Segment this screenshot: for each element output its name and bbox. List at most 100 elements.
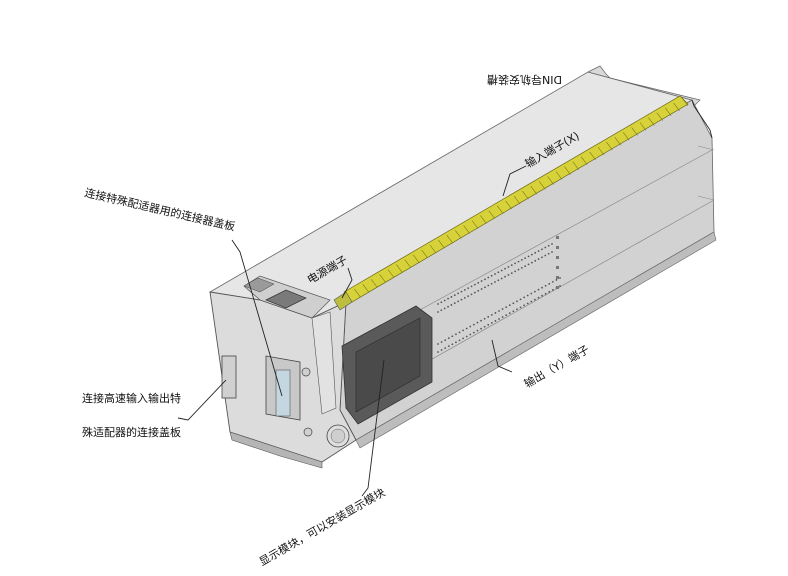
- round-port-inner-icon: [330, 428, 346, 444]
- led-dot: [490, 274, 493, 277]
- led-dot: [444, 347, 447, 350]
- led-dot: [544, 246, 547, 249]
- led-dot: [504, 275, 506, 278]
- power-terminal-block: [333, 291, 353, 311]
- led-dot: [519, 298, 522, 301]
- led-dot: [440, 349, 443, 351]
- terminal-tooth: [370, 279, 378, 288]
- led-dot: [548, 282, 551, 285]
- rear-ridge-line2: [697, 145, 715, 151]
- terminal-tooth: [404, 259, 412, 268]
- led-dot: [530, 300, 533, 303]
- label-output-terminal: 输出（Y）端子: [522, 342, 592, 390]
- led-dot: [458, 331, 461, 334]
- leader-input-terminal: [502, 165, 527, 197]
- terminal-tooth: [438, 239, 445, 249]
- led-dot: [533, 290, 536, 293]
- led-dot: [490, 313, 493, 316]
- leader-lines: [177, 165, 527, 497]
- led-dot: [458, 339, 461, 342]
- terminal-tooth: [471, 220, 479, 229]
- led-dot: [548, 290, 551, 293]
- status-led: [556, 256, 559, 259]
- leader-power-terminal: [341, 267, 353, 299]
- led-dot: [510, 264, 513, 267]
- terminal-tooth: [572, 161, 580, 170]
- terminal-tooth: [446, 235, 454, 244]
- terminal-tooth: [664, 107, 672, 116]
- led-dot: [541, 286, 543, 289]
- led-dot: [483, 325, 486, 328]
- top-connector-slot: [265, 289, 307, 309]
- terminal-tooth: [606, 141, 613, 151]
- led-dot: [470, 285, 473, 288]
- led-dot: [498, 318, 500, 320]
- input-terminal-teeth: [345, 97, 689, 303]
- terminal-tooth: [513, 195, 521, 205]
- led-dot: [476, 321, 479, 324]
- led-dot: [437, 351, 439, 353]
- terminal-tooth: [622, 132, 630, 141]
- led-dot: [510, 272, 513, 275]
- label-highspeed-cover-2: 殊适配器的连接盖板: [82, 425, 181, 439]
- led-dot: [487, 323, 490, 326]
- led-dot: [465, 335, 468, 338]
- led-dot: [501, 308, 504, 310]
- led-dot: [443, 299, 446, 302]
- led-dot: [534, 259, 537, 262]
- terminal-tooth: [681, 97, 689, 107]
- led-dot: [487, 315, 490, 318]
- status-led: [556, 236, 559, 239]
- led-dot: [530, 261, 533, 264]
- front-frame-bar: [311, 311, 337, 415]
- led-dot: [505, 306, 508, 309]
- led-dot: [524, 265, 527, 268]
- led-dot: [447, 345, 450, 348]
- led-dot: [541, 248, 543, 251]
- led-dot: [508, 312, 511, 315]
- terminal-tooth: [564, 166, 571, 175]
- led-dot: [473, 291, 476, 294]
- led-dot: [455, 341, 457, 344]
- led-dot: [455, 333, 457, 336]
- led-dot: [457, 292, 460, 295]
- led-dot: [447, 337, 450, 340]
- led-dot: [440, 309, 443, 312]
- led-dot: [480, 288, 483, 290]
- led-dot: [484, 278, 486, 281]
- led-dot: [512, 302, 515, 305]
- led-dot: [517, 268, 520, 271]
- status-led: [556, 276, 559, 279]
- terminal-tooth: [538, 181, 546, 190]
- led-dot: [469, 333, 472, 336]
- leader-output-terminal: [491, 339, 513, 373]
- rear-ridge-line3: [697, 195, 715, 201]
- status-indicator-dots: [556, 236, 559, 289]
- led-dot: [480, 319, 482, 322]
- led-dot: [500, 269, 503, 272]
- led-dot: [533, 298, 536, 301]
- led-dot: [463, 288, 466, 291]
- led-dot: [524, 257, 527, 260]
- terminal-tooth: [555, 171, 563, 180]
- led-dot: [447, 305, 449, 308]
- led-dot: [440, 301, 443, 304]
- plc-body: [208, 65, 717, 469]
- led-dot: [519, 306, 522, 309]
- terminal-tooth: [454, 230, 462, 239]
- terminal-tooth: [463, 225, 470, 234]
- led-dot: [470, 293, 473, 296]
- led-dot: [440, 341, 443, 343]
- led-dot: [463, 296, 466, 299]
- led-dot: [505, 314, 508, 317]
- led-dot: [450, 304, 453, 306]
- led-dot: [544, 284, 547, 287]
- led-dot: [523, 304, 526, 307]
- led-dot: [523, 296, 526, 299]
- terminal-tooth: [648, 117, 655, 126]
- led-dot: [547, 244, 550, 247]
- plc-front-bottom: [229, 431, 323, 469]
- led-dot: [526, 302, 529, 305]
- led-dot: [483, 317, 486, 320]
